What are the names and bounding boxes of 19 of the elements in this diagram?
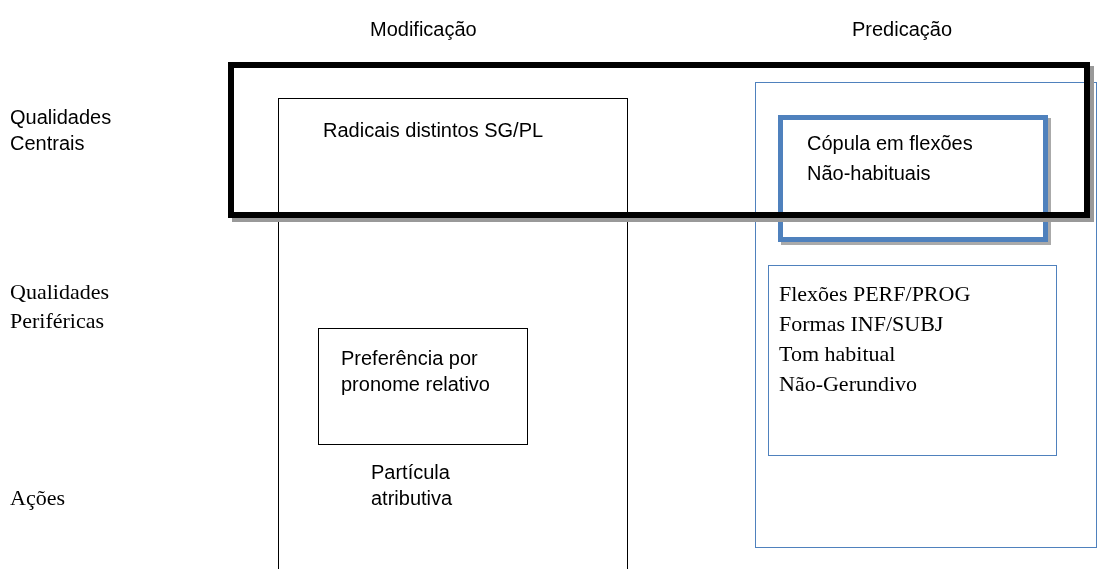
box-heading: Preferência por pronome relativo [341, 346, 491, 397]
box-text: Flexões PERF/PROG [779, 280, 971, 308]
row-label: Qualidades Centrais [10, 105, 113, 156]
column-box [755, 82, 1097, 548]
box-text: Radicais distintos SG/PL [323, 118, 544, 143]
column-header: Predicação [852, 17, 953, 42]
box-text: Formas INF/SUBJ [779, 310, 944, 338]
box-text: Partícula atributiva [371, 460, 454, 511]
text-box [318, 328, 528, 445]
row-label: Qualidades Periféricas [10, 278, 110, 335]
row-label: Ações [10, 484, 65, 512]
text-box [768, 265, 1057, 456]
box-text: Não-habituais [807, 161, 931, 186]
column-box [278, 98, 628, 569]
highlight-box [778, 115, 1048, 242]
column-header: Modificação [370, 17, 477, 42]
box-text: Tom habitual [779, 340, 896, 368]
box-text: Não-Gerundivo [779, 370, 918, 398]
box-text: Cópula em flexões [807, 131, 973, 156]
